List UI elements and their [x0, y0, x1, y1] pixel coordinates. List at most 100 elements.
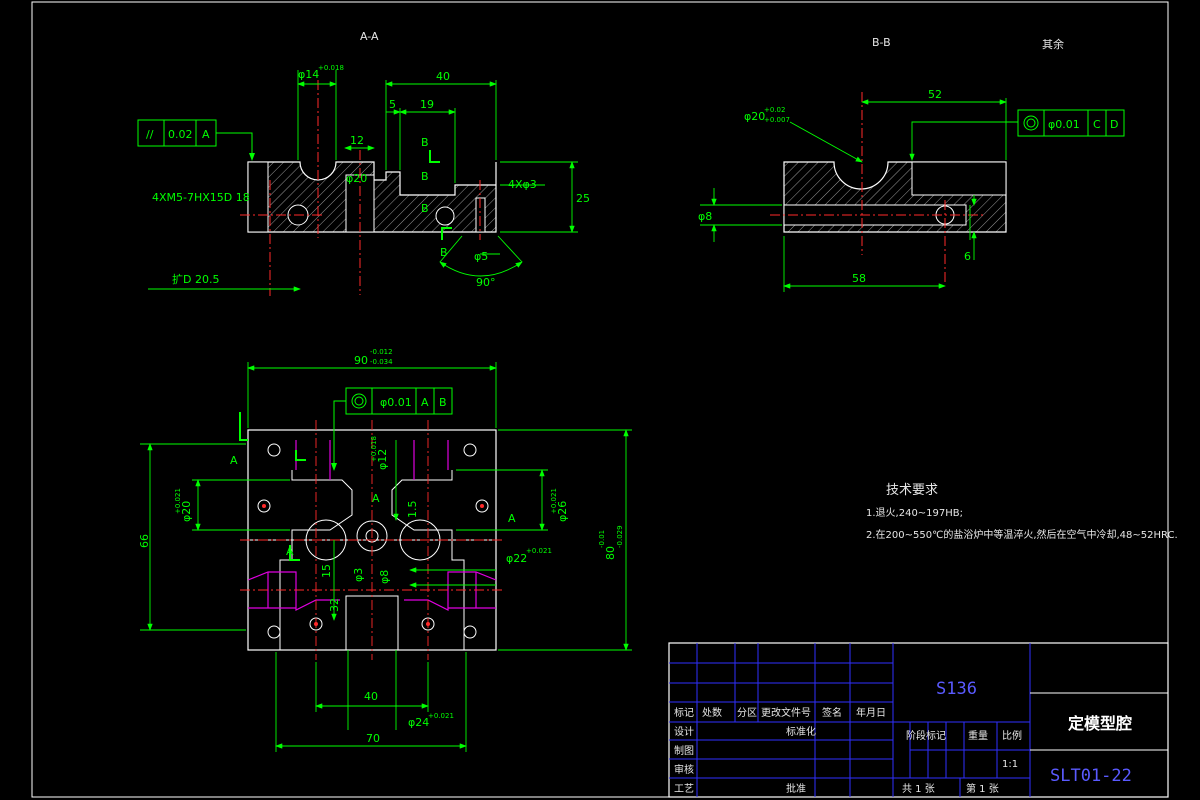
plan-dim-1-5: 1.5 [406, 501, 419, 519]
aa-thread-note: 4XM5-7HX15D 18 [152, 191, 250, 204]
plan-bolt-hole-6 [475, 499, 489, 513]
plan-cut-label-1: A [230, 454, 238, 467]
title-stage-mark: 阶段标记 [906, 729, 946, 742]
plan-cut-label-3: A [372, 492, 380, 505]
section-aa-view: A-A [137, 30, 590, 296]
aa-dim-4xphi3: 4Xφ3 [508, 178, 537, 191]
tech-req-item-1: 1.退火,240~197HB; [866, 507, 963, 519]
bb-fcf-datum-c: C [1093, 118, 1101, 131]
aa-cut-mark-bottom [441, 227, 452, 240]
title-row-draft: 制图 [674, 744, 694, 757]
aa-dim-90deg: 90° [476, 276, 496, 289]
plan-bolt-hole-5 [257, 499, 271, 513]
drawing-border [31, 1, 1169, 798]
bb-tol-lower: +0.007 [764, 116, 790, 124]
plan-dim-phi20: φ20 [180, 501, 193, 522]
title-row-approve: 批准 [786, 782, 806, 795]
plan-dim-90-tol-lower: -0.034 [370, 358, 393, 366]
plan-dim-90-tol-upper: -0.012 [370, 348, 393, 356]
technical-requirements: 技术要求 1.退火,240~197HB; 2.在200~550℃的盐浴炉中等温淬… [866, 483, 1178, 541]
plan-bolt-hole-2 [463, 443, 477, 457]
title-col-doc: 更改文件号 [761, 706, 811, 719]
aa-dim-phi20: φ20 [346, 172, 367, 185]
plan-fcf-datum-a: A [421, 396, 429, 409]
section-bb-view: B-B 其余 [698, 36, 1125, 292]
aa-dim-5: 5 [389, 98, 396, 111]
title-row-review: 审核 [674, 763, 694, 776]
aa-dim-40: 40 [436, 70, 450, 83]
plan-dim-66: 66 [138, 534, 151, 548]
aa-cut-mark-top [429, 150, 440, 163]
plan-cavity-right [391, 470, 465, 650]
title-sheets-total: 共 1 张 [902, 783, 935, 795]
plan-dim-15: 15 [320, 564, 333, 578]
plan-dim-70: 70 [366, 732, 380, 745]
plan-dim-32: 32 [328, 598, 341, 612]
plan-cut-mark-mid [289, 545, 300, 561]
aa-cross-hole-right [435, 206, 455, 226]
aa-dim-phi5: φ5 [474, 250, 488, 263]
plan-dim-phi24: φ24 [408, 716, 429, 729]
plan-view: 90 -0.012 -0.034 φ0.01 A B φ12 +0.018 φ2… [138, 348, 632, 752]
plan-dim-phi24-tol: +0.021 [428, 712, 454, 720]
plan-dim-phi22: φ22 [506, 552, 527, 565]
tech-req-title: 技术要求 [886, 483, 938, 498]
title-drawing-number: SLT01-22 [1050, 766, 1132, 786]
bb-fcf-datum-d: D [1110, 118, 1118, 131]
plan-cut-label-2: A [508, 512, 516, 525]
title-material: S136 [936, 679, 977, 699]
title-block-frame [668, 642, 1169, 798]
bb-dim-52: 52 [928, 88, 942, 101]
section-bb-label: B-B [872, 36, 891, 49]
plan-cut-mark-inner [295, 450, 306, 461]
plan-dim-80-tol-upper: -0.01 [598, 530, 606, 548]
plan-dim-phi12: φ12 [376, 449, 389, 470]
bb-fcf-value: φ0.01 [1048, 118, 1080, 131]
aa-fcf-value: 0.02 [168, 128, 193, 141]
plan-bolt-hole-1 [267, 443, 281, 457]
bb-dim-6: 6 [964, 250, 971, 263]
title-col-date: 年月日 [856, 706, 886, 719]
plan-dim-phi20-tol: +0.021 [174, 488, 182, 514]
title-scale-label: 比例 [1002, 729, 1022, 742]
title-block: S136 定模型腔 SLT01-22 1:1 标记 处数 分区 更改文件号 签名… [668, 642, 1169, 798]
plan-cut-mark-top [239, 412, 248, 441]
bb-dim-phi8: φ8 [698, 210, 712, 223]
plan-hidden-features [247, 440, 497, 611]
plan-bore-left [305, 519, 347, 561]
aa-feature-control-frame [137, 119, 255, 161]
plan-dim-80: 80 [604, 546, 617, 560]
aa-cut-label-1: B [421, 136, 429, 149]
plan-dim-phi26: φ26 [556, 501, 569, 522]
plan-fcf-value: φ0.01 [380, 396, 412, 409]
bb-tol-upper: +0.02 [764, 106, 785, 114]
aa-cut-label-4: B [440, 246, 448, 259]
title-row-standard: 标准化 [786, 725, 816, 738]
aa-dim-19: 19 [420, 98, 434, 111]
title-col-count: 处数 [702, 706, 722, 719]
aa-dim-25: 25 [576, 192, 590, 205]
plan-dim-phi3: φ3 [352, 568, 365, 582]
title-col-sign: 签名 [822, 706, 842, 719]
bb-dim-58: 58 [852, 272, 866, 285]
aa-dim-phi14-tol: +0.018 [318, 64, 344, 72]
plan-dim-40: 40 [364, 690, 378, 703]
title-row-design: 设计 [674, 725, 694, 738]
plan-bolt-hole-4 [463, 625, 477, 639]
plan-dim-phi12-tol: +0.018 [370, 436, 378, 462]
aa-depth-note: 扩D 20.5 [172, 272, 219, 286]
title-scale: 1:1 [1002, 759, 1018, 770]
plan-dim-80-tol-lower: -0.029 [616, 525, 624, 548]
title-part-name: 定模型腔 [1067, 714, 1132, 733]
plan-bolt-hole-3 [267, 625, 281, 639]
aa-thread-hole [247, 161, 269, 233]
title-sheet-number: 第 1 张 [966, 782, 999, 795]
plan-cavity-left [279, 470, 353, 650]
aa-dim-12: 12 [350, 134, 364, 147]
aa-fcf-symbol: // [146, 128, 154, 141]
aa-dim-phi14: φ14 [298, 68, 319, 81]
bb-step-pocket [911, 161, 1007, 196]
roughness-note: 其余 [1042, 37, 1064, 51]
plan-cut-label-4: A [286, 545, 294, 558]
